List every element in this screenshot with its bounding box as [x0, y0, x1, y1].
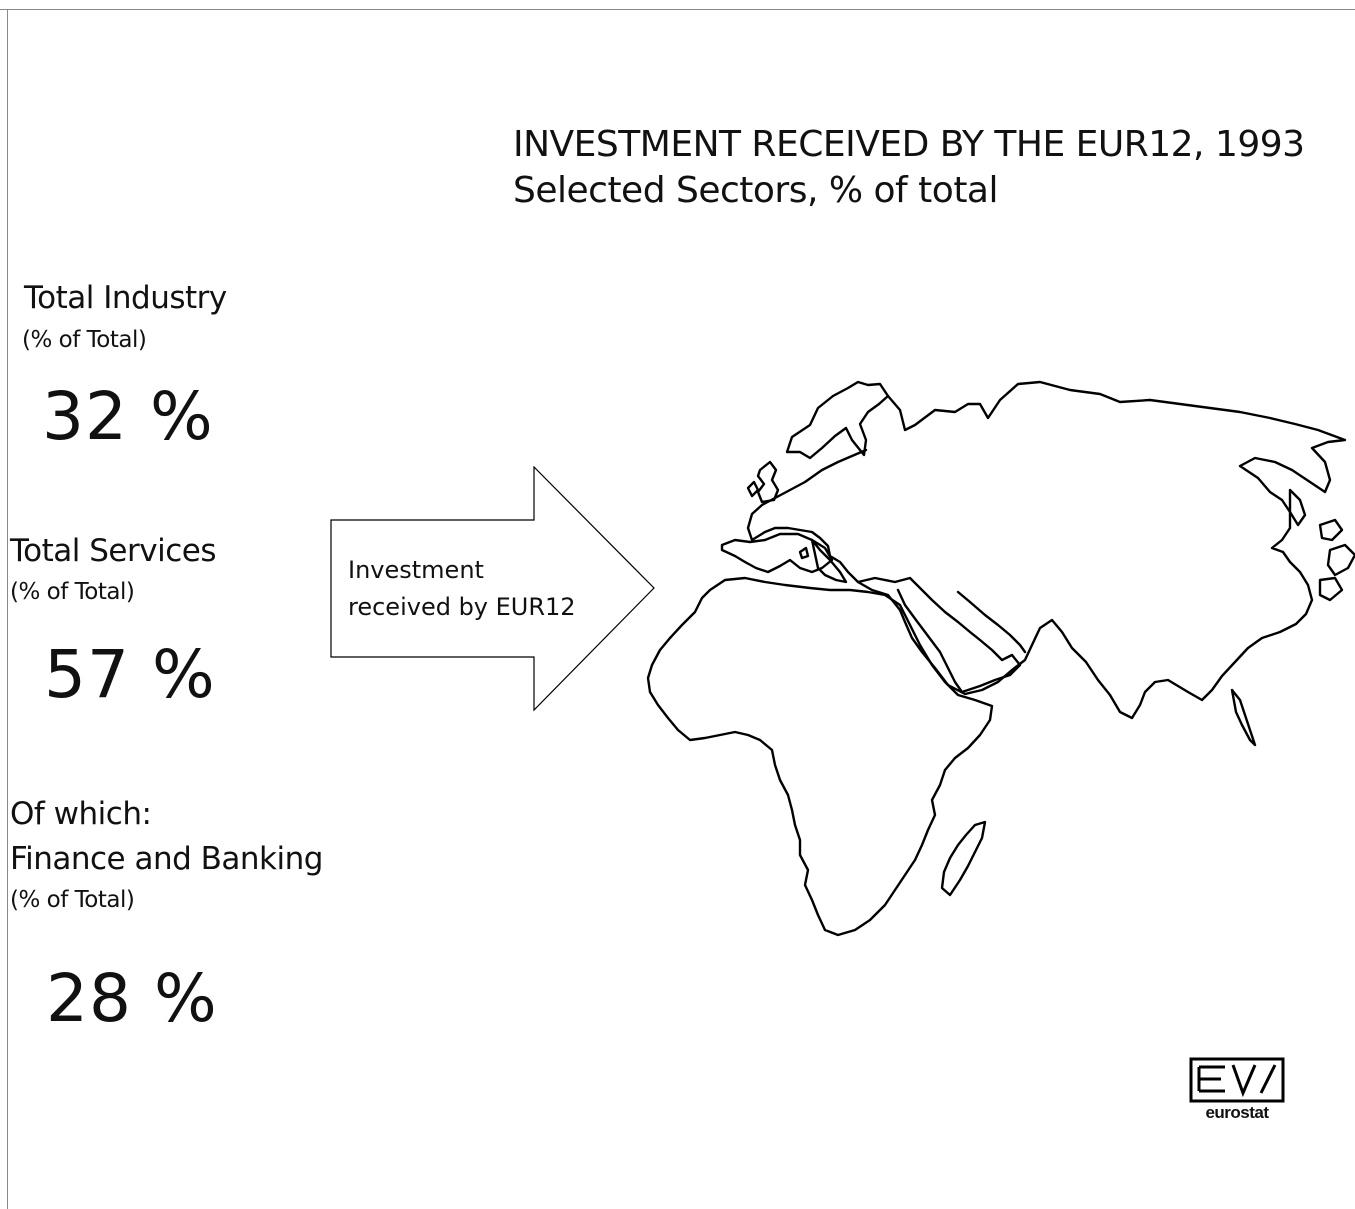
- eurostat-logo-icon: [1189, 1057, 1285, 1103]
- chart-subtitle: Selected Sectors, % of total: [513, 170, 998, 211]
- stat-label-finance-banking: Finance and Banking: [10, 841, 323, 877]
- world-map-icon: [646, 380, 1355, 937]
- stat-value-finance-banking: 28 %: [46, 960, 218, 1037]
- stat-sublabel-finance-banking: (% of Total): [10, 887, 135, 913]
- arrow-annotation-line2: received by EUR12: [348, 593, 576, 621]
- title-block: INVESTMENT RECEIVED BY THE EUR12, 1993 S…: [513, 122, 1305, 214]
- stat-value-total-industry: 32 %: [42, 378, 214, 455]
- stat-label-total-services: Total Services: [10, 533, 216, 569]
- stat-sublabel-total-services: (% of Total): [10, 579, 135, 605]
- stat-label-total-industry: Total Industry: [24, 280, 227, 316]
- stat-value-total-services: 57 %: [44, 636, 216, 713]
- arrow-annotation: Investment received by EUR12: [348, 552, 576, 626]
- right-arrow-icon: [330, 466, 655, 712]
- frame-left-border: [7, 9, 8, 1209]
- stat-label-of-which: Of which:: [10, 796, 152, 832]
- eurostat-logo-text: eurostat: [1205, 1103, 1269, 1122]
- frame-top-border: [0, 9, 1355, 10]
- chart-title: INVESTMENT RECEIVED BY THE EUR12, 1993: [513, 124, 1305, 165]
- stat-sublabel-total-industry: (% of Total): [22, 327, 147, 353]
- arrow-annotation-line1: Investment: [348, 556, 484, 584]
